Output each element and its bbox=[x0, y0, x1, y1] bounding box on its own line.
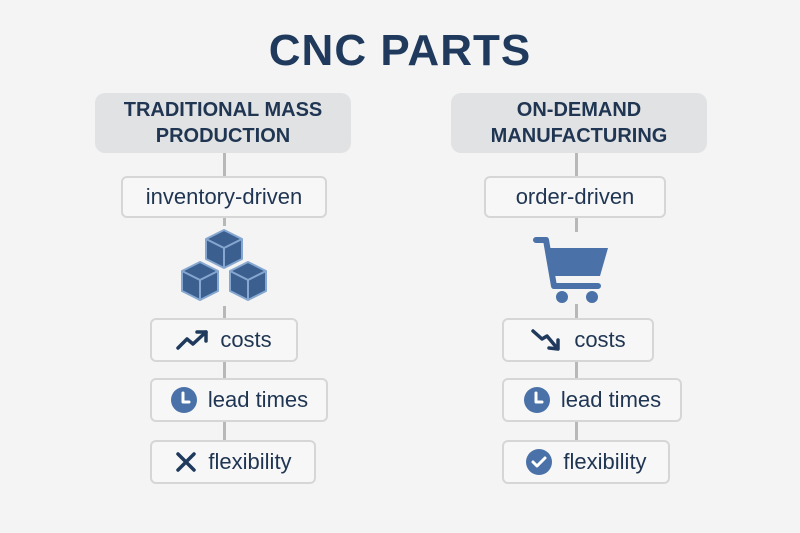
x-icon bbox=[174, 450, 198, 474]
connector bbox=[575, 150, 578, 480]
left-driver-label: inventory-driven bbox=[145, 184, 303, 209]
item-label: flexibility bbox=[208, 449, 292, 474]
right-header-line2: MANUFACTURING bbox=[490, 125, 668, 147]
connector bbox=[223, 150, 226, 480]
left-driver-box: inventory-driven bbox=[121, 176, 327, 218]
clock-icon bbox=[523, 386, 551, 414]
left-header-line2: PRODUCTION bbox=[155, 125, 291, 147]
shopping-cart-icon bbox=[532, 232, 614, 304]
right-item-lead-times: lead times bbox=[502, 378, 682, 422]
item-label: costs bbox=[220, 327, 272, 352]
item-label: lead times bbox=[560, 387, 662, 412]
trend-down-icon bbox=[530, 328, 564, 352]
page-title: CNC PARTS bbox=[268, 26, 532, 75]
cubes-icon bbox=[176, 226, 272, 306]
right-driver-label: order-driven bbox=[515, 184, 635, 209]
right-item-costs: costs bbox=[502, 318, 654, 362]
item-label: lead times bbox=[207, 387, 309, 412]
right-driver-box: order-driven bbox=[484, 176, 666, 218]
left-item-lead-times: lead times bbox=[150, 378, 328, 422]
check-circle-icon bbox=[525, 448, 553, 476]
right-header: ON-DEMAND MANUFACTURING bbox=[451, 93, 707, 153]
left-header-line1: TRADITIONAL MASS bbox=[123, 99, 323, 121]
clock-icon bbox=[170, 386, 198, 414]
right-item-flexibility: flexibility bbox=[502, 440, 670, 484]
left-item-flexibility: flexibility bbox=[150, 440, 316, 484]
right-header-line1: ON-DEMAND bbox=[516, 99, 642, 121]
item-label: flexibility bbox=[563, 449, 647, 474]
trend-up-icon bbox=[176, 329, 210, 351]
left-item-costs: costs bbox=[150, 318, 298, 362]
item-label: costs bbox=[574, 327, 626, 352]
left-header: TRADITIONAL MASS PRODUCTION bbox=[95, 93, 351, 153]
